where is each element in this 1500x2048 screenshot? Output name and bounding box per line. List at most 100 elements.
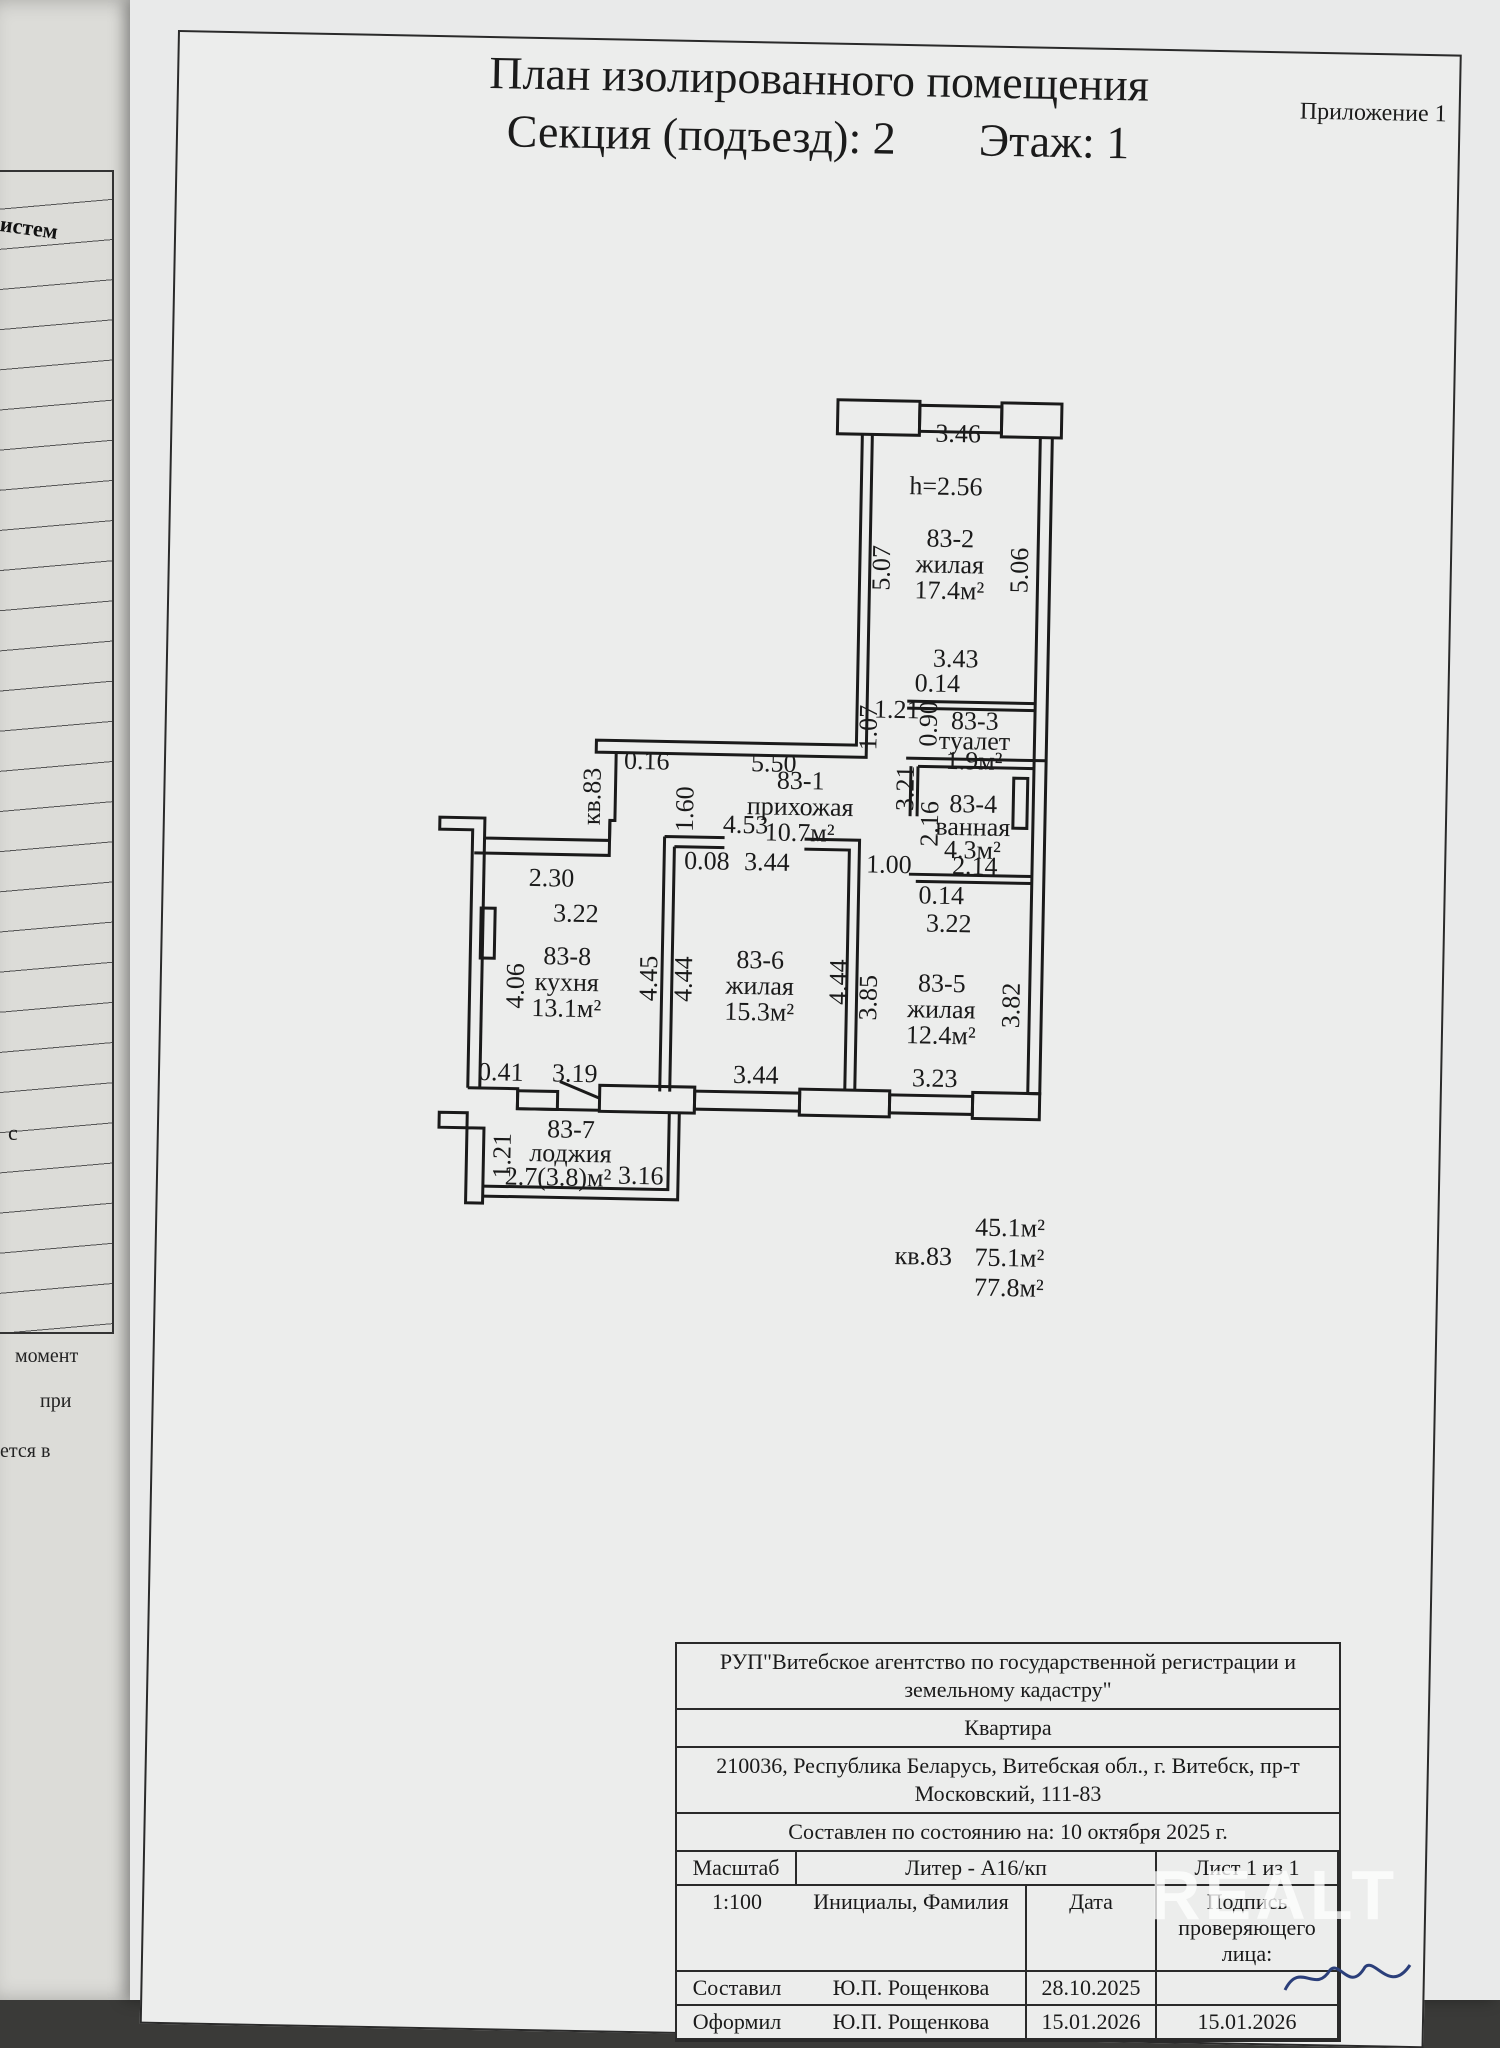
stamp-date-header: Дата	[1027, 1886, 1157, 1972]
room-name: ванная	[935, 812, 1010, 842]
room-name: туалет	[939, 726, 1011, 756]
dimension-label: 1.21	[487, 1133, 517, 1179]
stamp-composed-label: Составил	[677, 1972, 797, 2006]
dimension-label: 0.08	[684, 846, 730, 876]
dimension-label: 4.44	[823, 959, 853, 1005]
total-area-with-loggia: 77.8м²	[974, 1273, 1044, 1303]
room-name: жилая	[914, 549, 984, 579]
room-id: 83-7	[547, 1114, 595, 1144]
left-page-line: ется в	[0, 1440, 51, 1462]
apartment-label: кв.83	[894, 1241, 952, 1271]
room-83-6: 83-6 жилая 15.3м²	[724, 945, 794, 1027]
dimension-label: 5.07	[866, 545, 896, 591]
dimension-label: 4.06	[500, 963, 530, 1009]
room-area: 12.4м²	[906, 1020, 976, 1050]
room-area: 10.7м²	[765, 817, 835, 847]
handwritten-signature	[1283, 1963, 1412, 1991]
stamp-scale-label: Масштаб	[677, 1852, 797, 1886]
wall	[594, 434, 874, 759]
total-area-general: 75.1м²	[974, 1243, 1044, 1273]
wall	[482, 1111, 681, 1202]
room-area: 2.7(3.8)м²	[504, 1161, 611, 1192]
window-frame	[999, 401, 1064, 440]
room-83-2: 83-2 жилая 17.4м²	[914, 523, 984, 605]
room-id: 83-6	[736, 945, 784, 975]
wall	[474, 820, 612, 857]
dimension-label: 3.43	[933, 644, 979, 674]
door-swing	[559, 1080, 601, 1100]
total-area-living: 45.1м²	[975, 1213, 1045, 1243]
room-83-1: 83-1 прихожая 10.7м²	[747, 766, 854, 848]
dimension-label: 3.21	[890, 765, 920, 811]
room-name: жилая	[906, 994, 976, 1024]
stamp-as-of: Составлен по состоянию на: 10 октября 20…	[677, 1814, 1339, 1852]
dimension-label: 0.90	[913, 701, 943, 747]
stamp-drafted-label: Оформил	[677, 2006, 797, 2040]
dimension-label: 3.22	[926, 909, 972, 939]
room-name: лоджия	[529, 1138, 612, 1169]
stamp-composed-name: Ю.П. Рощенкова	[797, 1972, 1027, 2006]
dimension-label: 5.50	[751, 748, 797, 778]
neighbor-label: кв.83	[577, 767, 607, 825]
dimension-label: 1.07	[853, 705, 883, 751]
room-id: 83-4	[949, 789, 997, 819]
dimension-label: 3.19	[552, 1058, 598, 1088]
stamp-initials-header: Инициалы, Фамилия	[797, 1886, 1027, 1972]
wall	[478, 838, 487, 1089]
stamp-address: 210036, Республика Беларусь, Витебская о…	[677, 1748, 1339, 1814]
radiator	[478, 906, 497, 960]
room-area: 15.3м²	[724, 997, 794, 1027]
dimension-label: 5.06	[1004, 547, 1034, 593]
room-83-5: 83-5 жилая 12.4м²	[906, 968, 976, 1050]
bath-fixture	[1011, 776, 1030, 830]
stamp-object: Квартира	[677, 1710, 1339, 1748]
left-page-edge: истем с момент при ется в	[0, 0, 150, 2000]
dimension-label: 3.16	[618, 1161, 664, 1191]
stamp-drafted-date: 15.01.2026	[1027, 2006, 1157, 2040]
dimension-label: 0.14	[914, 668, 960, 698]
stamp-extra-date: 15.01.2026	[1157, 2006, 1339, 2040]
window-frame	[970, 1090, 1042, 1122]
dimension-label: 4.53	[723, 810, 769, 840]
room-83-4: 83-4 ванная 4.3м²	[935, 789, 1010, 865]
dimension-label: 3.44	[744, 847, 790, 877]
room-83-3: 83-3 туалет 1.9м²	[939, 706, 1011, 776]
wall	[804, 837, 862, 1091]
dimension-label: 1.21	[874, 694, 920, 724]
document-frame: План изолированного помещения Секция (по…	[139, 30, 1462, 2048]
room-id: 83-5	[918, 968, 966, 998]
dimension-label: 2.14	[952, 851, 998, 881]
dimension-label: 0.41	[478, 1057, 524, 1087]
wall	[438, 752, 618, 1088]
left-page-line: при	[40, 1390, 72, 1412]
stamp-drafted-name: Ю.П. Рощенкова	[797, 2006, 1027, 2040]
stamp-scale-value: 1:100	[677, 1886, 797, 1972]
window-frame	[597, 1083, 697, 1115]
window-frame	[797, 1087, 892, 1119]
wall	[908, 872, 1032, 886]
room-area: 13.1м²	[531, 993, 601, 1023]
wall	[907, 699, 1036, 713]
stamp-signature-header: Подпись проверяющего лица:	[1157, 1886, 1339, 1972]
room-83-7: 83-7 лоджия 2.7(3.8)м²	[504, 1114, 612, 1192]
wall	[658, 834, 725, 1092]
room-id: 83-1	[777, 766, 825, 796]
loggia-door	[515, 1089, 560, 1112]
room-name: кухня	[534, 967, 599, 997]
dimension-label: 1.00	[866, 849, 912, 879]
wall	[1026, 437, 1054, 1096]
dimension-label: 3.82	[996, 982, 1026, 1028]
wall	[908, 766, 920, 817]
dimension-label: 4.45	[633, 955, 663, 1001]
stamp-sheet: Лист 1 из 1	[1157, 1852, 1339, 1886]
window-frame	[835, 398, 922, 437]
dimension-label: 3.44	[733, 1060, 779, 1090]
stamp-organization: РУП"Витебское агентство по государственн…	[677, 1644, 1339, 1710]
wall	[906, 756, 1047, 771]
room-id: 83-8	[543, 941, 591, 971]
dimension-label: 3.22	[553, 898, 599, 928]
dimension-label: 1.60	[670, 786, 700, 832]
floor-plan: 3.46 h=2.56 5.07 5.06 3.43 0.14 1.21 0.9…	[437, 398, 1064, 1303]
room-name: прихожая	[747, 791, 854, 822]
dimension-label: 0.16	[624, 746, 670, 776]
